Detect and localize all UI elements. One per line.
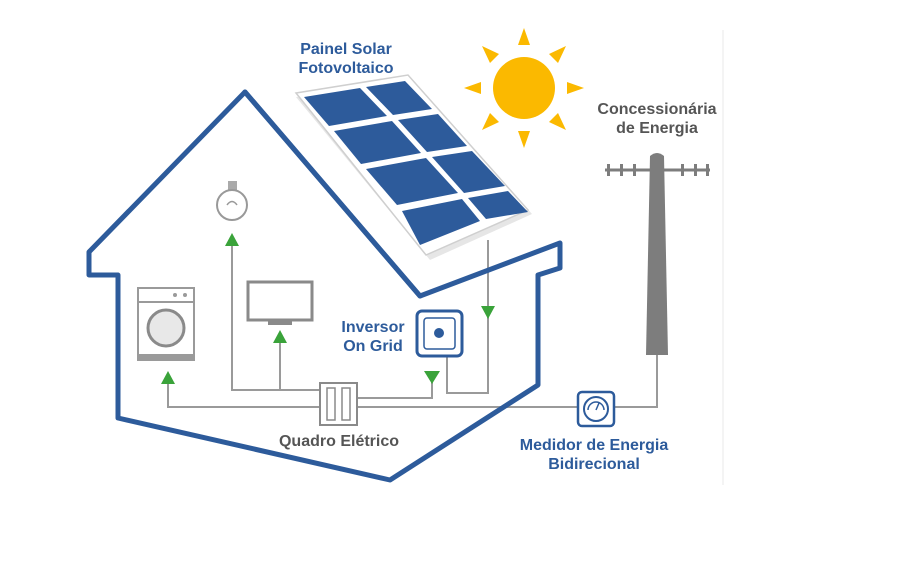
pole-body: [646, 153, 668, 355]
inverter-inner: [423, 317, 456, 350]
wiring: [167, 238, 658, 408]
tv-icon: [246, 280, 314, 325]
bulb-base: [228, 181, 237, 191]
label-utility-1: Concessionária: [597, 101, 716, 118]
flow-arrows: [161, 233, 495, 384]
roof-edge: [242, 89, 423, 299]
solar-cell: [304, 88, 387, 126]
washer-knob: [183, 293, 187, 297]
wire-washer: [167, 382, 320, 408]
washing-machine-icon: [137, 287, 195, 361]
label-inverter-1: Inversor: [341, 319, 404, 336]
label-solar-panel-1: Painel Solar: [300, 41, 392, 58]
meter-scale: [587, 401, 605, 411]
tv-screen: [246, 280, 314, 322]
house-outline: [86, 89, 563, 483]
breaker-switch: [341, 387, 351, 421]
wire-bulb: [231, 238, 320, 391]
utility-pole-icon: [605, 153, 710, 355]
label-panel-board: Quadro Elétrico: [279, 433, 399, 450]
bulb-filament: [226, 200, 238, 206]
breaker-box-icon: [319, 382, 358, 426]
wire-meter-pole: [614, 355, 658, 408]
wire-breaker-inverter: [357, 380, 433, 399]
arrow-to-washer: [161, 371, 175, 384]
meter-icon: [576, 390, 616, 428]
label-meter-1: Medidor de Energia: [520, 437, 669, 454]
insulator: [620, 164, 623, 176]
inverter-dot: [434, 328, 444, 338]
sun-ray: [549, 113, 566, 130]
breaker-switch: [326, 387, 336, 421]
pole-insulators: [607, 164, 709, 176]
inverter-icon: [415, 309, 464, 358]
solar-cells: [304, 81, 528, 245]
solar-cell: [432, 151, 505, 193]
solar-cell: [398, 114, 467, 152]
light-bulb-icon: [216, 181, 248, 221]
solar-cell: [468, 191, 528, 219]
arrow-to-bulb: [225, 233, 239, 246]
bulb-glass: [216, 189, 248, 221]
sun-ray: [464, 82, 481, 94]
sun-ray: [482, 46, 499, 63]
tv-stand: [268, 321, 292, 325]
sun-ray: [518, 131, 530, 148]
arrow-panel-down: [481, 306, 495, 319]
insulator: [694, 164, 697, 176]
arrow-to-inverter: [424, 371, 440, 384]
insulator: [607, 164, 610, 176]
solar-cell: [366, 81, 432, 115]
insulator: [681, 164, 684, 176]
sun-ray: [549, 46, 566, 63]
insulator: [633, 164, 636, 176]
meter-needle: [595, 402, 600, 411]
solar-cell: [366, 158, 458, 205]
solar-cell: [402, 199, 480, 245]
breaker-box: [319, 382, 358, 426]
solar-cell: [334, 121, 421, 164]
label-meter-2: Bidirecional: [548, 456, 640, 473]
arrow-to-tv: [273, 330, 287, 343]
solar-panel-icon: [294, 74, 532, 260]
label-inverter-2: On Grid: [343, 338, 403, 355]
washer-door: [146, 308, 186, 348]
washer-base: [138, 354, 194, 360]
sun-ray: [567, 82, 584, 94]
sun-ray: [482, 113, 499, 130]
sun-ray: [518, 28, 530, 45]
label-solar-panel-2: Fotovoltaico: [298, 60, 393, 77]
sun-icon: [464, 28, 584, 148]
sun-disc: [493, 57, 555, 119]
label-utility-2: de Energia: [616, 120, 698, 137]
washer-knob: [173, 293, 177, 297]
insulator: [706, 164, 709, 176]
